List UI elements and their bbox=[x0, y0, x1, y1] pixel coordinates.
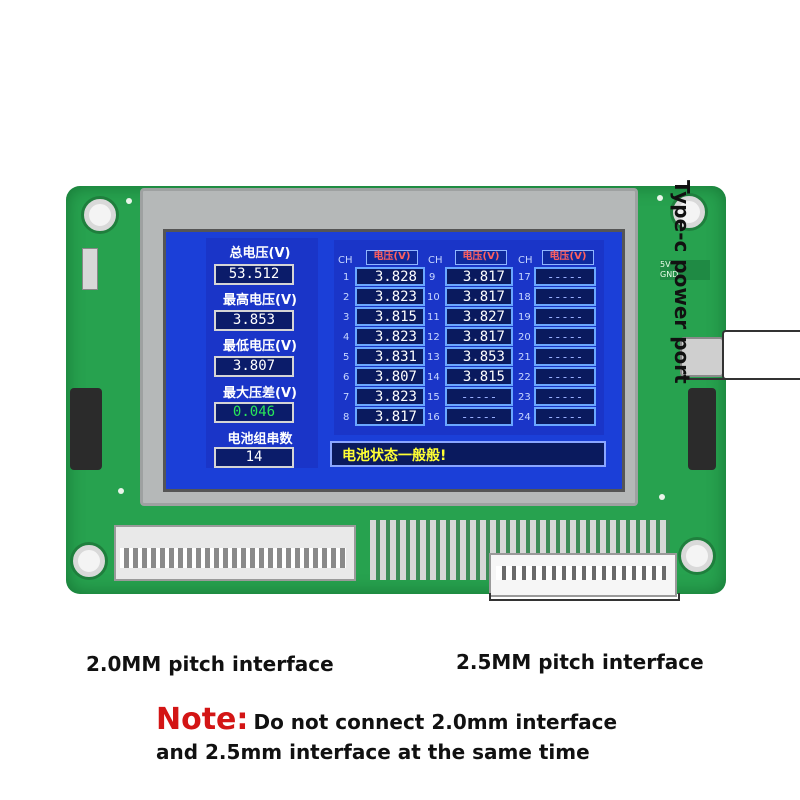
ch-number: 20 bbox=[518, 332, 531, 343]
ch-number: 24 bbox=[518, 412, 531, 423]
max-voltage-label: 最高电压(V) bbox=[223, 293, 297, 308]
ch-number: 18 bbox=[518, 292, 531, 303]
mounting-hole bbox=[84, 199, 116, 231]
ch-number: 11 bbox=[427, 312, 440, 323]
cell-voltage: 3.817 bbox=[445, 327, 513, 346]
screw-via bbox=[118, 488, 124, 494]
cell-voltage: 3.817 bbox=[445, 287, 513, 306]
cell-voltage: 3.817 bbox=[355, 407, 425, 426]
ch-number: 19 bbox=[518, 312, 531, 323]
min-voltage-value: 3.807 bbox=[214, 356, 294, 377]
screw-via bbox=[657, 195, 663, 201]
mounting-hole bbox=[73, 545, 105, 577]
ch-label: CH bbox=[338, 255, 353, 266]
voltage-header: 电压(V) bbox=[366, 250, 418, 265]
ch-label: CH bbox=[518, 255, 533, 266]
connector-2mm-pins bbox=[120, 548, 346, 568]
battery-status-bar: 电池状态一般般! bbox=[330, 441, 606, 467]
ch-number: 15 bbox=[427, 392, 440, 403]
cell-voltage: 3.815 bbox=[355, 307, 425, 326]
min-voltage-label: 最低电压(V) bbox=[223, 339, 297, 354]
ch-number: 7 bbox=[343, 392, 350, 403]
ch-number: 2 bbox=[343, 292, 350, 303]
note-line1: Do not connect 2.0mm interface bbox=[253, 710, 618, 734]
connector-outline bbox=[489, 593, 680, 601]
cell-voltage-empty: ----- bbox=[534, 327, 596, 346]
cell-voltage: 3.823 bbox=[355, 287, 425, 306]
typec-caption: Type-c power port bbox=[670, 180, 694, 384]
total-voltage-label: 总电压(V) bbox=[229, 246, 291, 261]
callout-line bbox=[686, 378, 800, 380]
note-line2: and 2.5mm interface at the same time bbox=[156, 740, 590, 764]
cell-voltage: 3.823 bbox=[355, 327, 425, 346]
cell-voltage: 3.815 bbox=[445, 367, 513, 386]
silkscreen-5v: 5V bbox=[660, 260, 671, 269]
voltage-header: 电压(V) bbox=[455, 250, 507, 265]
ch-number: 10 bbox=[427, 292, 440, 303]
mounting-hole bbox=[673, 196, 705, 228]
cell-voltage-empty: ----- bbox=[534, 367, 596, 386]
cell-voltage: 3.823 bbox=[355, 387, 425, 406]
cell-voltage: 3.827 bbox=[445, 307, 513, 326]
usb-c-cable bbox=[722, 330, 800, 380]
ch-number: 21 bbox=[518, 352, 531, 363]
cell-voltage-empty: ----- bbox=[534, 287, 596, 306]
max-voltage-value: 3.853 bbox=[214, 310, 294, 331]
ch-number: 14 bbox=[427, 372, 440, 383]
pitch-2mm-caption: 2.0MM pitch interface bbox=[86, 652, 334, 676]
ch-number: 9 bbox=[429, 272, 436, 283]
cell-voltage: 3.853 bbox=[445, 347, 513, 366]
ch-number: 4 bbox=[343, 332, 350, 343]
cell-count-label: 电池组串数 bbox=[227, 432, 293, 447]
cell-voltage: 3.831 bbox=[355, 347, 425, 366]
ch-number: 22 bbox=[518, 372, 531, 383]
cell-voltage: 3.817 bbox=[445, 267, 513, 286]
total-voltage-value: 53.512 bbox=[214, 264, 294, 285]
cell-voltage: 3.828 bbox=[355, 267, 425, 286]
screw-via bbox=[659, 494, 665, 500]
voltage-header: 电压(V) bbox=[542, 250, 594, 265]
note-block: Note: Do not connect 2.0mm interface bbox=[156, 702, 776, 737]
silkscreen-gnd: GND bbox=[660, 270, 679, 279]
cell-voltage-empty: ----- bbox=[534, 347, 596, 366]
ch-number: 13 bbox=[427, 352, 440, 363]
mounting-hole bbox=[681, 540, 713, 572]
side-switch bbox=[70, 388, 102, 470]
screw-via bbox=[126, 198, 132, 204]
note-title: Note: bbox=[156, 702, 249, 737]
cell-voltage-empty: ----- bbox=[445, 387, 513, 406]
cell-voltage: 3.807 bbox=[355, 367, 425, 386]
ch-number: 8 bbox=[343, 412, 350, 423]
ch-number: 3 bbox=[343, 312, 350, 323]
max-diff-value: 0.046 bbox=[214, 402, 294, 423]
board-silkscreen: 5V GND bbox=[660, 260, 710, 280]
ch-number: 6 bbox=[343, 372, 350, 383]
ch-number: 1 bbox=[343, 272, 350, 283]
ch-number: 5 bbox=[343, 352, 350, 363]
cell-voltage-empty: ----- bbox=[534, 307, 596, 326]
pitch-2-5mm-caption: 2.5MM pitch interface bbox=[456, 650, 704, 674]
connector-2-5mm-pins bbox=[496, 566, 666, 580]
ch-number: 12 bbox=[427, 332, 440, 343]
cell-count-value: 14 bbox=[214, 447, 294, 468]
ch-number: 17 bbox=[518, 272, 531, 283]
cell-voltage-empty: ----- bbox=[445, 407, 513, 426]
ch-label: CH bbox=[428, 255, 443, 266]
usb-c-port[interactable] bbox=[680, 337, 724, 377]
pin-header bbox=[82, 248, 98, 290]
max-diff-label: 最大压差(V) bbox=[223, 386, 297, 401]
cell-voltage-empty: ----- bbox=[534, 407, 596, 426]
ch-number: 16 bbox=[427, 412, 440, 423]
side-switch bbox=[688, 388, 716, 470]
cell-voltage-empty: ----- bbox=[534, 267, 596, 286]
cell-voltage-empty: ----- bbox=[534, 387, 596, 406]
ch-number: 23 bbox=[518, 392, 531, 403]
